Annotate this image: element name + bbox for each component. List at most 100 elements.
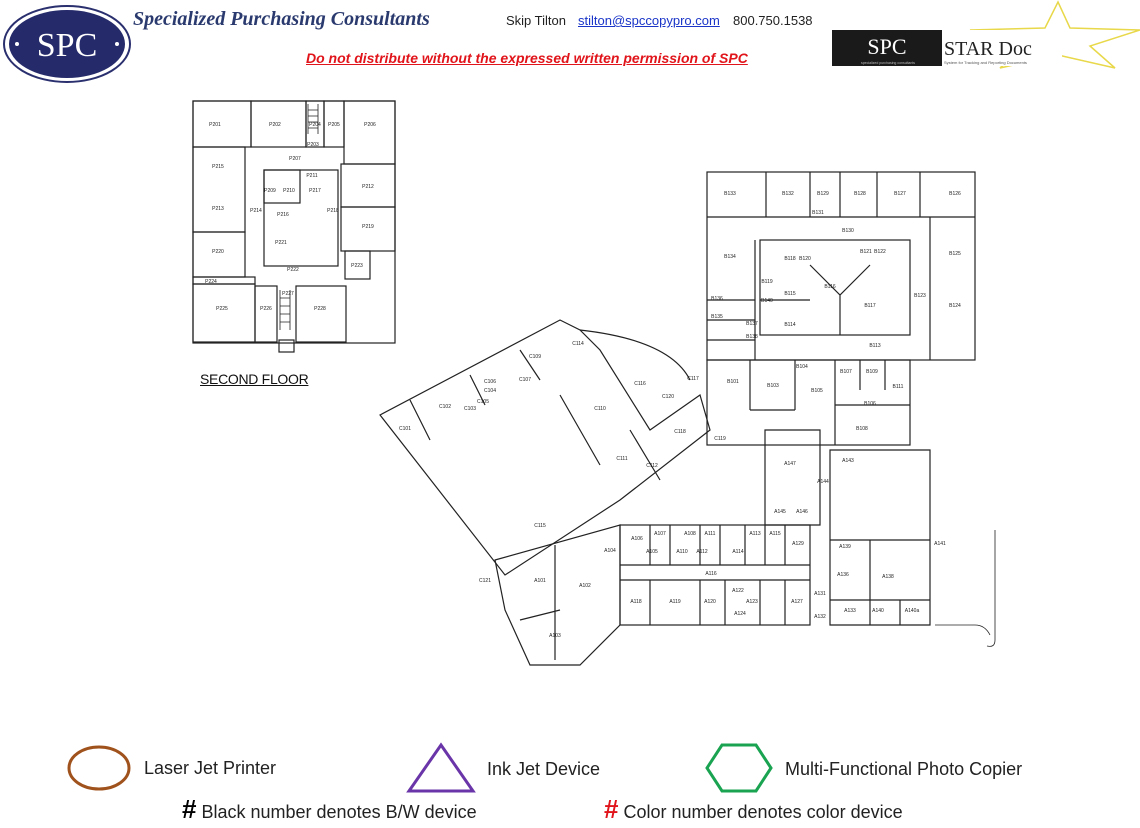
bw-note: # Black number denotes B/W device [182,794,477,825]
room-label: A108 [684,531,696,537]
room-label: B106 [864,401,876,407]
room-label: B118 [784,256,796,262]
bw-hash-symbol: # [182,794,197,824]
room-label: B111 [893,384,904,390]
room-label: P202 [269,122,281,128]
room-label: P217 [309,188,321,194]
room-label: C115 [534,523,546,529]
room-label: A124 [734,611,746,617]
contact-name: Skip Tilton [506,13,566,28]
room-label: A133 [844,608,856,614]
room-label: B105 [811,388,823,394]
room-label: B135 [711,314,723,320]
room-label: C109 [529,354,541,360]
room-label: P211 [306,173,318,179]
laser-jet-circle-icon [67,745,131,791]
room-label: A120 [704,599,716,605]
color-hash-symbol: # [604,794,619,824]
room-label: A127 [791,599,803,605]
room-label: C114 [572,341,584,347]
contact-phone: 800.750.1538 [733,13,813,28]
room-label: P227 [282,291,294,297]
room-label: B120 [799,256,811,262]
room-label: B115 [784,291,796,297]
room-label: B133 [724,191,736,197]
room-label: B116 [824,284,836,290]
color-note-text: Color number denotes color device [623,802,903,822]
room-label: B104 [796,364,808,370]
room-label: C103 [464,406,476,412]
bw-note-text: Black number denotes B/W device [201,802,477,822]
room-label: B128 [854,191,866,197]
room-label: C104 [484,388,496,394]
room-label: P207 [289,156,301,162]
room-label: A102 [579,583,591,589]
first-floor-plan [379,171,996,666]
room-label: B130 [842,228,854,234]
room-label: P221 [275,240,287,246]
room-label: B134 [724,254,736,260]
room-label: B114 [784,322,796,328]
room-label: A106 [631,536,643,542]
room-label: B113 [869,343,881,349]
legend-copier-label: Multi-Functional Photo Copier [785,759,1023,779]
room-label: P218 [327,208,339,214]
room-label: P225 [216,306,228,312]
room-label: A144 [817,479,829,485]
room-label: A115 [769,531,781,537]
contact-email-link[interactable]: stilton@spccopypro.com [578,13,720,28]
spc-logo-text: SPC [37,27,98,64]
room-label: B117 [864,303,876,309]
room-label: A105 [646,549,658,555]
room-label: A140a [905,608,920,614]
room-label: P206 [364,122,376,128]
room-label: A136 [837,572,849,578]
room-label: B140 [761,298,773,304]
second-floor-title: SECOND FLOOR [200,371,309,387]
room-label: B129 [817,191,829,197]
room-label: C110 [594,406,606,412]
room-label: B127 [894,191,906,197]
room-label: B136 [711,296,723,302]
room-label: B107 [840,369,852,375]
room-label: A131 [814,591,826,597]
room-label: P214 [250,208,262,214]
room-label: C102 [439,404,451,410]
distribution-warning: Do not distribute without the expressed … [306,50,748,66]
room-label: C101 [399,426,411,432]
room-label: C107 [519,377,531,383]
room-label: B101 [727,379,739,385]
room-label: B122 [874,249,886,255]
spc-logo: SPC [3,5,131,83]
copier-hexagon-icon [705,743,773,793]
room-label: B121 [860,249,872,255]
second-floor-plan [192,100,396,353]
room-label: A118 [630,599,642,605]
room-label: A101 [534,578,546,584]
room-label: A116 [705,571,717,577]
room-label: A146 [796,509,808,515]
ink-jet-triangle-icon [406,742,476,793]
room-label: P212 [362,184,374,190]
stardoc-tagline: specialized purchasing consultants [861,61,915,65]
room-label: B108 [856,426,868,432]
room-label: P215 [212,164,224,170]
room-label: A123 [746,599,758,605]
room-label: C116 [634,381,646,387]
room-label: B126 [949,191,961,197]
room-label: A114 [732,549,744,555]
room-label: A147 [784,461,796,467]
room-label: A110 [676,549,688,555]
room-label: P224 [205,279,217,285]
legend-laser-jet-label: Laser Jet Printer [144,758,277,778]
room-label: A145 [774,509,786,515]
room-label: P209 [264,188,276,194]
color-note: # Color number denotes color device [604,794,903,825]
star-doc-logo: SPC specialized purchasing consultants S… [832,0,1140,69]
company-name: Specialized Purchasing Consultants [133,8,430,30]
room-label: B125 [949,251,961,257]
room-label: A119 [669,599,681,605]
room-label: B132 [782,191,794,197]
room-label: P226 [260,306,272,312]
